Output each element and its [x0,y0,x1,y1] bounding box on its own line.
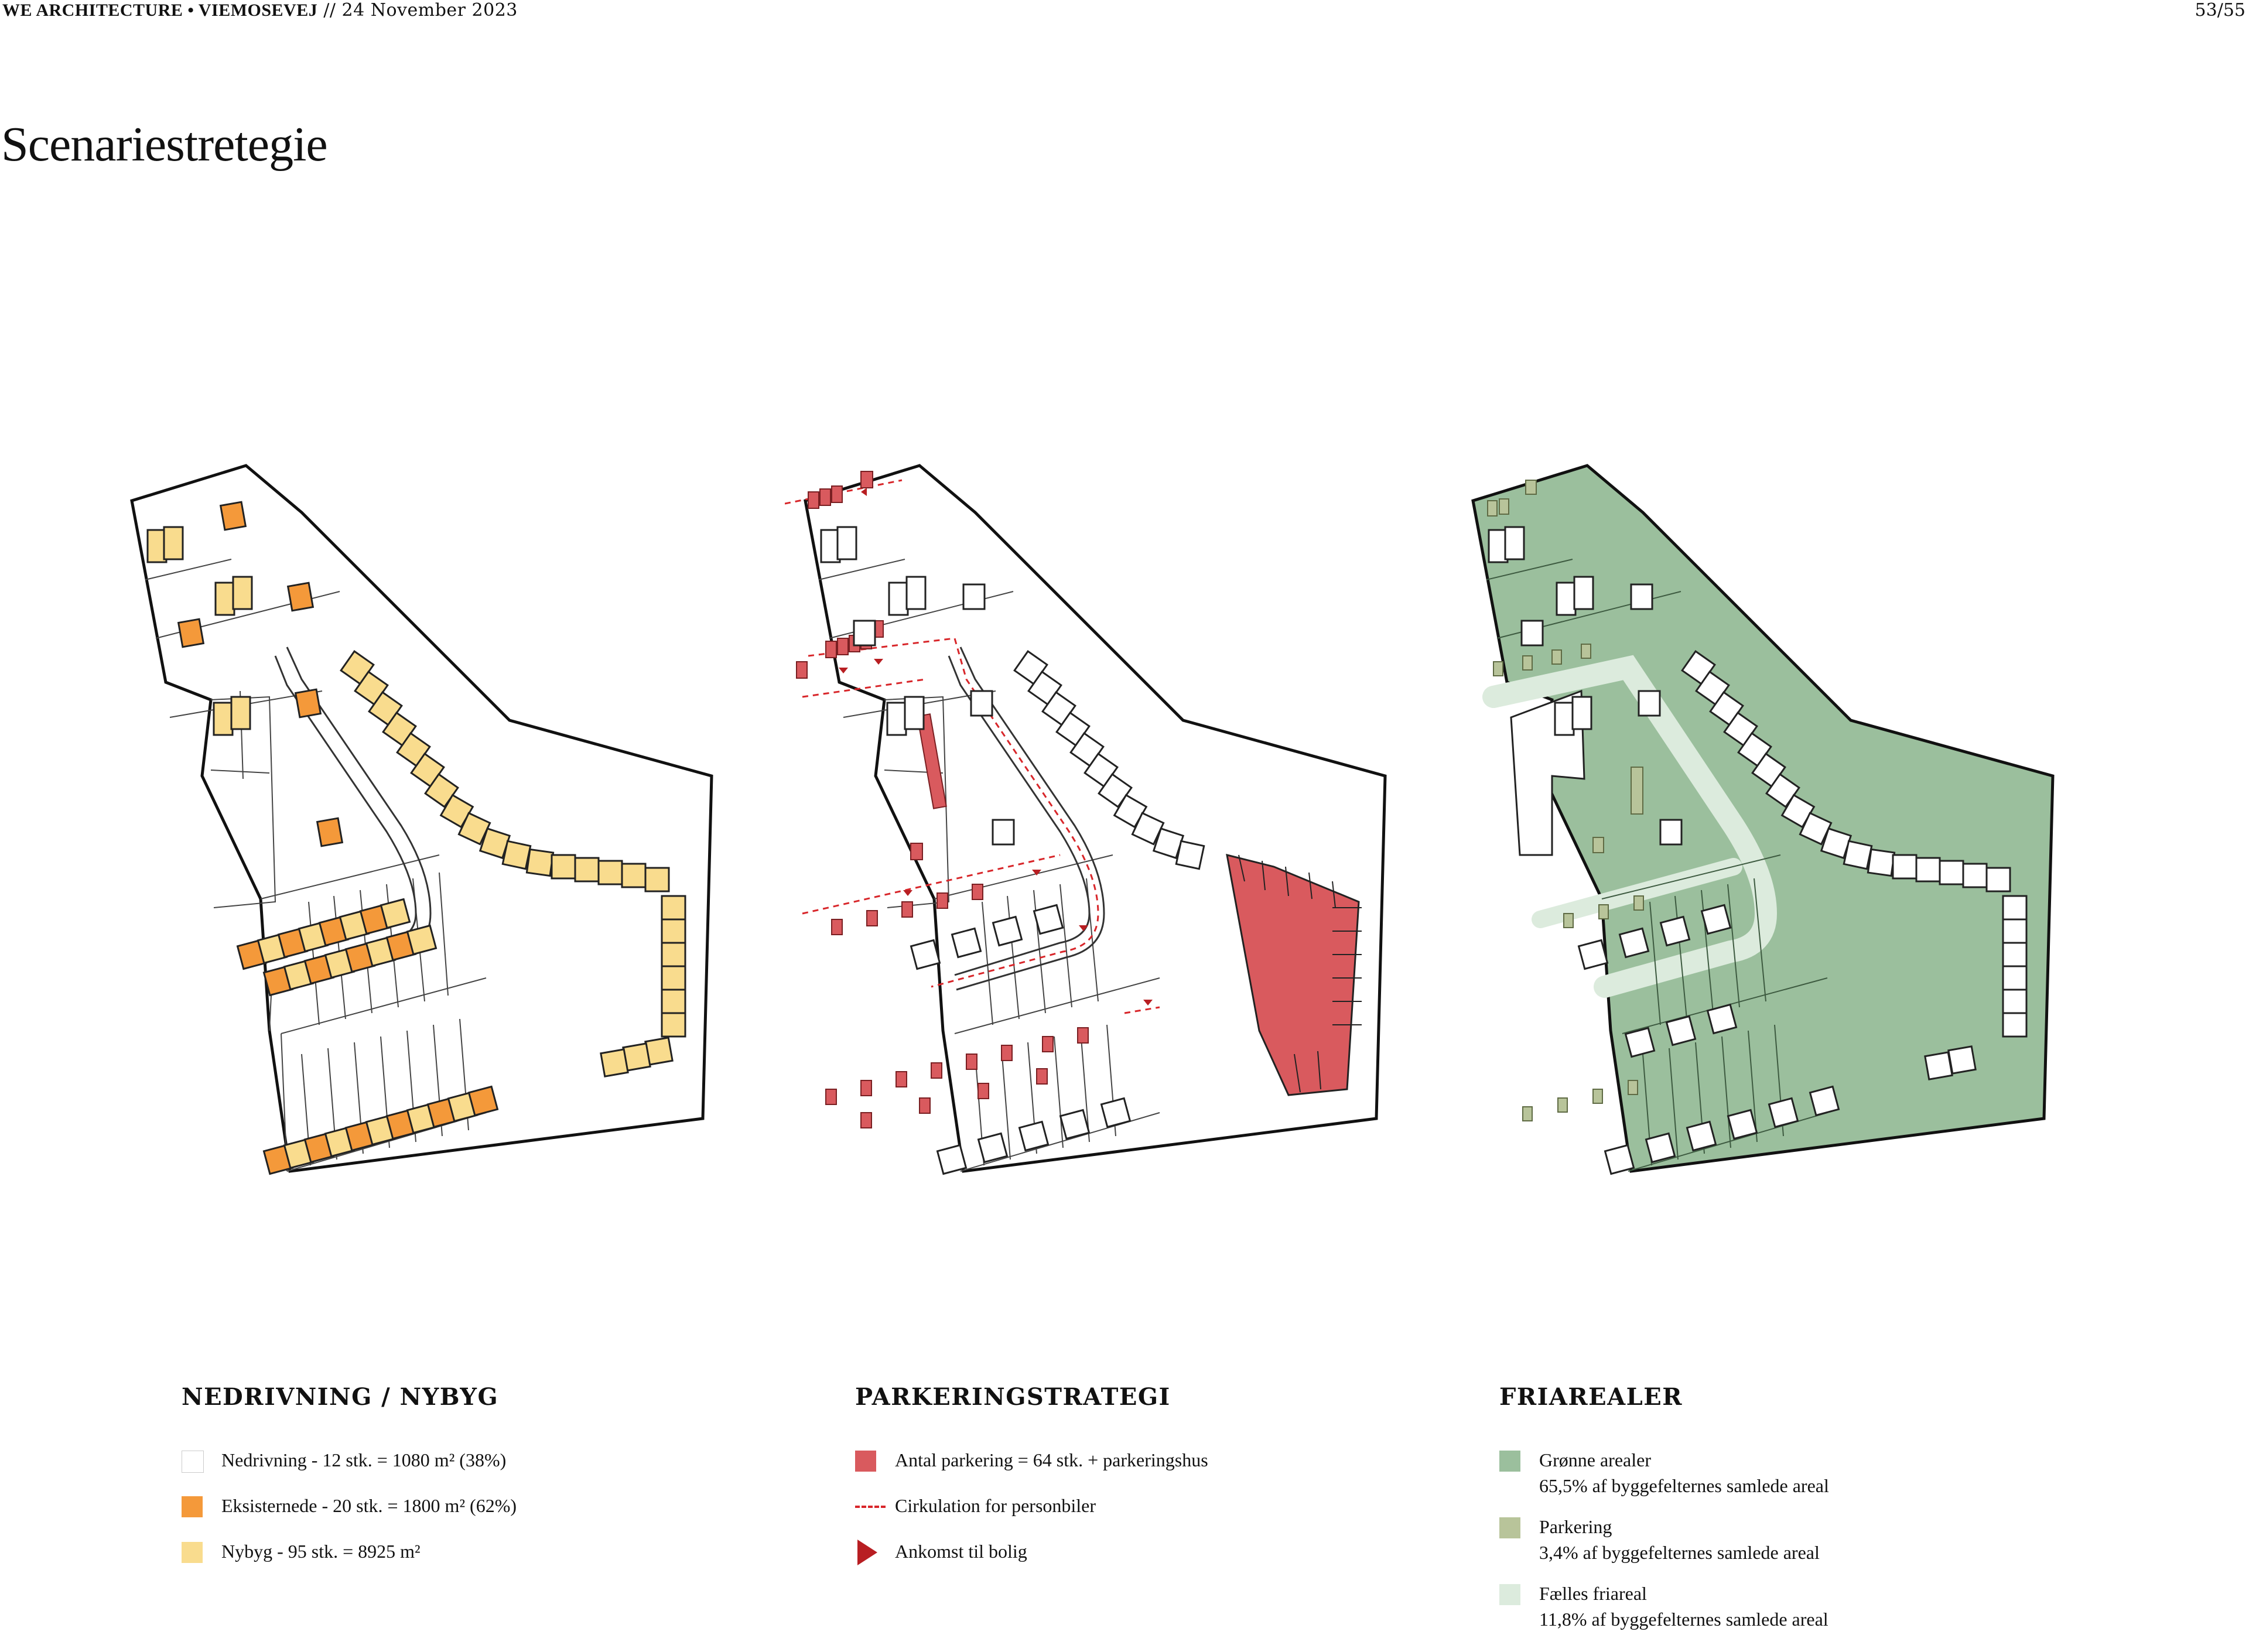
legend-item-newbuild: Nybyg - 95 stk. = 8925 m² [182,1538,592,1564]
legend-heading-parking: PARKERINGSTRATEGI [855,1383,1171,1411]
arrow-triangle-icon [857,1540,877,1565]
building-outlines [820,526,1015,846]
legend-sublabel: 3,4% af byggefelternes samlede areal [1539,1542,1820,1563]
swatch-red [855,1451,876,1472]
parking-spaces [796,471,1089,1128]
parking-green [1487,480,1644,1121]
legend-label: Cirkulation for personbiler [895,1495,1096,1516]
terraced-houses-mid [236,898,438,997]
legend-label: Ankomst til bolig [895,1541,1027,1562]
legend-item-existing: Eksisternede - 20 stk. = 1800 m² (62%) [182,1493,592,1518]
legend-label: Grønne arealer [1539,1449,1651,1470]
legend-item-circulation: Cirkulation for personbiler [855,1493,1265,1518]
legend-item-arrival: Ankomst til bolig [855,1538,1265,1565]
legend-label: Fælles friareal [1539,1583,1647,1604]
dashed-line-icon [855,1506,886,1508]
houses [1488,526,1977,1175]
legend-heading-open-spaces: FRIAREALER [1499,1383,1683,1411]
legend-item-shared: Fælles friareal 11,8% af byggefelternes … [1499,1581,1909,1632]
header-date: // 24 November 2023 [323,0,518,20]
shared-open-space [1482,655,1778,998]
legend-item-demolition: Nedrivning - 12 stk. = 1080 m² (38%) [182,1447,592,1473]
legend-sublabel: 11,8% af byggefelternes samlede areal [1539,1609,1828,1630]
terraced-houses-south [262,1085,499,1175]
legend-open-spaces: FRIAREALER Grønne arealer 65,5% af bygge… [1499,1383,1909,1652]
building-row-northeast [1681,650,2028,1038]
swatch-white [182,1451,204,1473]
swatch-orange [182,1496,203,1517]
lot-lines [1486,559,1828,1172]
legend-label: Nedrivning - 12 stk. = 1080 m² (38%) [221,1449,507,1470]
legend-parking-strategy: PARKERINGSTRATEGI Antal parkering = 64 s… [855,1383,1265,1584]
parking-house [1226,853,1362,1096]
plan-parking-strategy [785,464,1387,1175]
building-row-northeast [1013,650,1205,870]
legend-label: Parkering [1539,1516,1612,1537]
header-project: WE ARCHITECTURE • VIEMOSEVEJ // 24 Novem… [2,0,518,20]
swatch-green [1499,1451,1520,1472]
legend-demolition-newbuild: NEDRIVNING / NYBYG Nedrivning - 12 stk. … [182,1383,592,1584]
lot-lines [145,559,487,1172]
header-company: WE ARCHITECTURE • VIEMOSEVEJ [2,1,318,20]
site-boundary-green [1471,464,2055,1173]
legend-label: Antal parkering = 64 stk. + parkeringshu… [895,1449,1208,1470]
circulation-route [785,479,1160,1014]
legend-heading-demolition: NEDRIVNING / NYBYG [182,1383,499,1411]
plan-demolition-newbuild [130,464,713,1175]
swatch-pale [1499,1584,1520,1605]
page-title: Scenariestretegie [1,117,328,172]
existing-houses-north [146,501,344,847]
legend-item-parking-area: Parkering 3,4% af byggefelternes samlede… [1499,1514,1909,1565]
page-number: 53/55 [2195,0,2245,20]
plan-open-spaces [1471,464,2055,1175]
legend-item-parking: Antal parkering = 64 stk. + parkeringshu… [855,1447,1265,1473]
swatch-olive [1499,1517,1520,1538]
legend-label: Eksisternede - 20 stk. = 1800 m² (62%) [221,1495,517,1516]
legend-label: Nybyg - 95 stk. = 8925 m² [221,1541,421,1562]
legend-item-green: Grønne arealer 65,5% af byggefelternes s… [1499,1447,1909,1499]
building-row-northeast [340,650,686,1078]
road [948,647,1105,991]
terraced-houses [910,904,1132,1175]
swatch-yellow [182,1542,203,1563]
legend-sublabel: 65,5% af byggefelternes samlede areal [1539,1475,1829,1496]
